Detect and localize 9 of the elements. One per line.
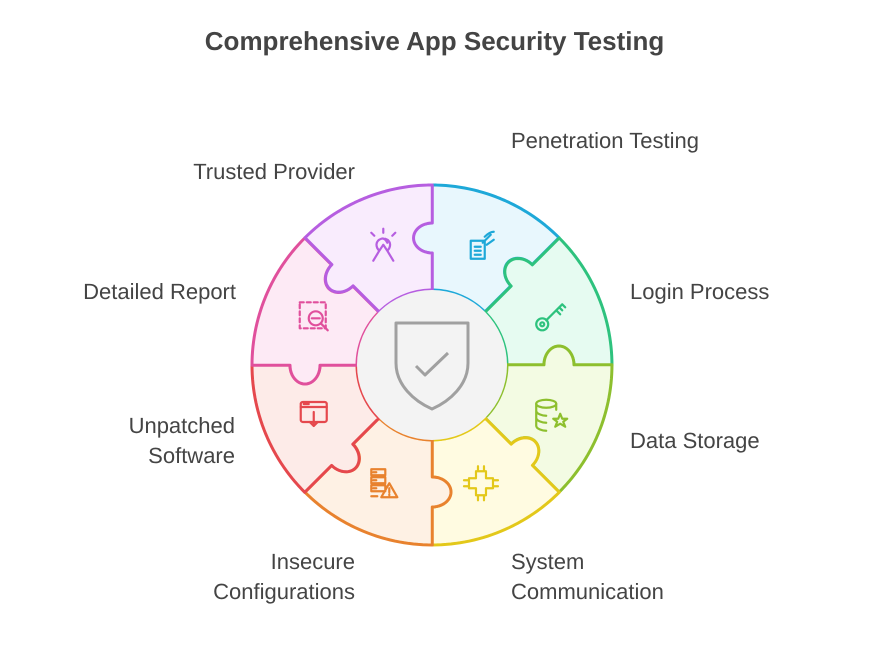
- diagram-title: Comprehensive App Security Testing: [204, 26, 666, 57]
- segment-label: Unpatched Software: [128, 412, 235, 470]
- segment-label: Detailed Report: [82, 278, 236, 306]
- segment-label: Login Process: [630, 278, 770, 306]
- segment-label: Trusted Provider: [192, 158, 355, 186]
- segment-label: Penetration Testing: [511, 127, 700, 155]
- segment-label: Insecure Configurations: [212, 548, 355, 606]
- segment-label: Data Storage: [630, 427, 761, 455]
- segment-label: System Communication: [511, 548, 665, 606]
